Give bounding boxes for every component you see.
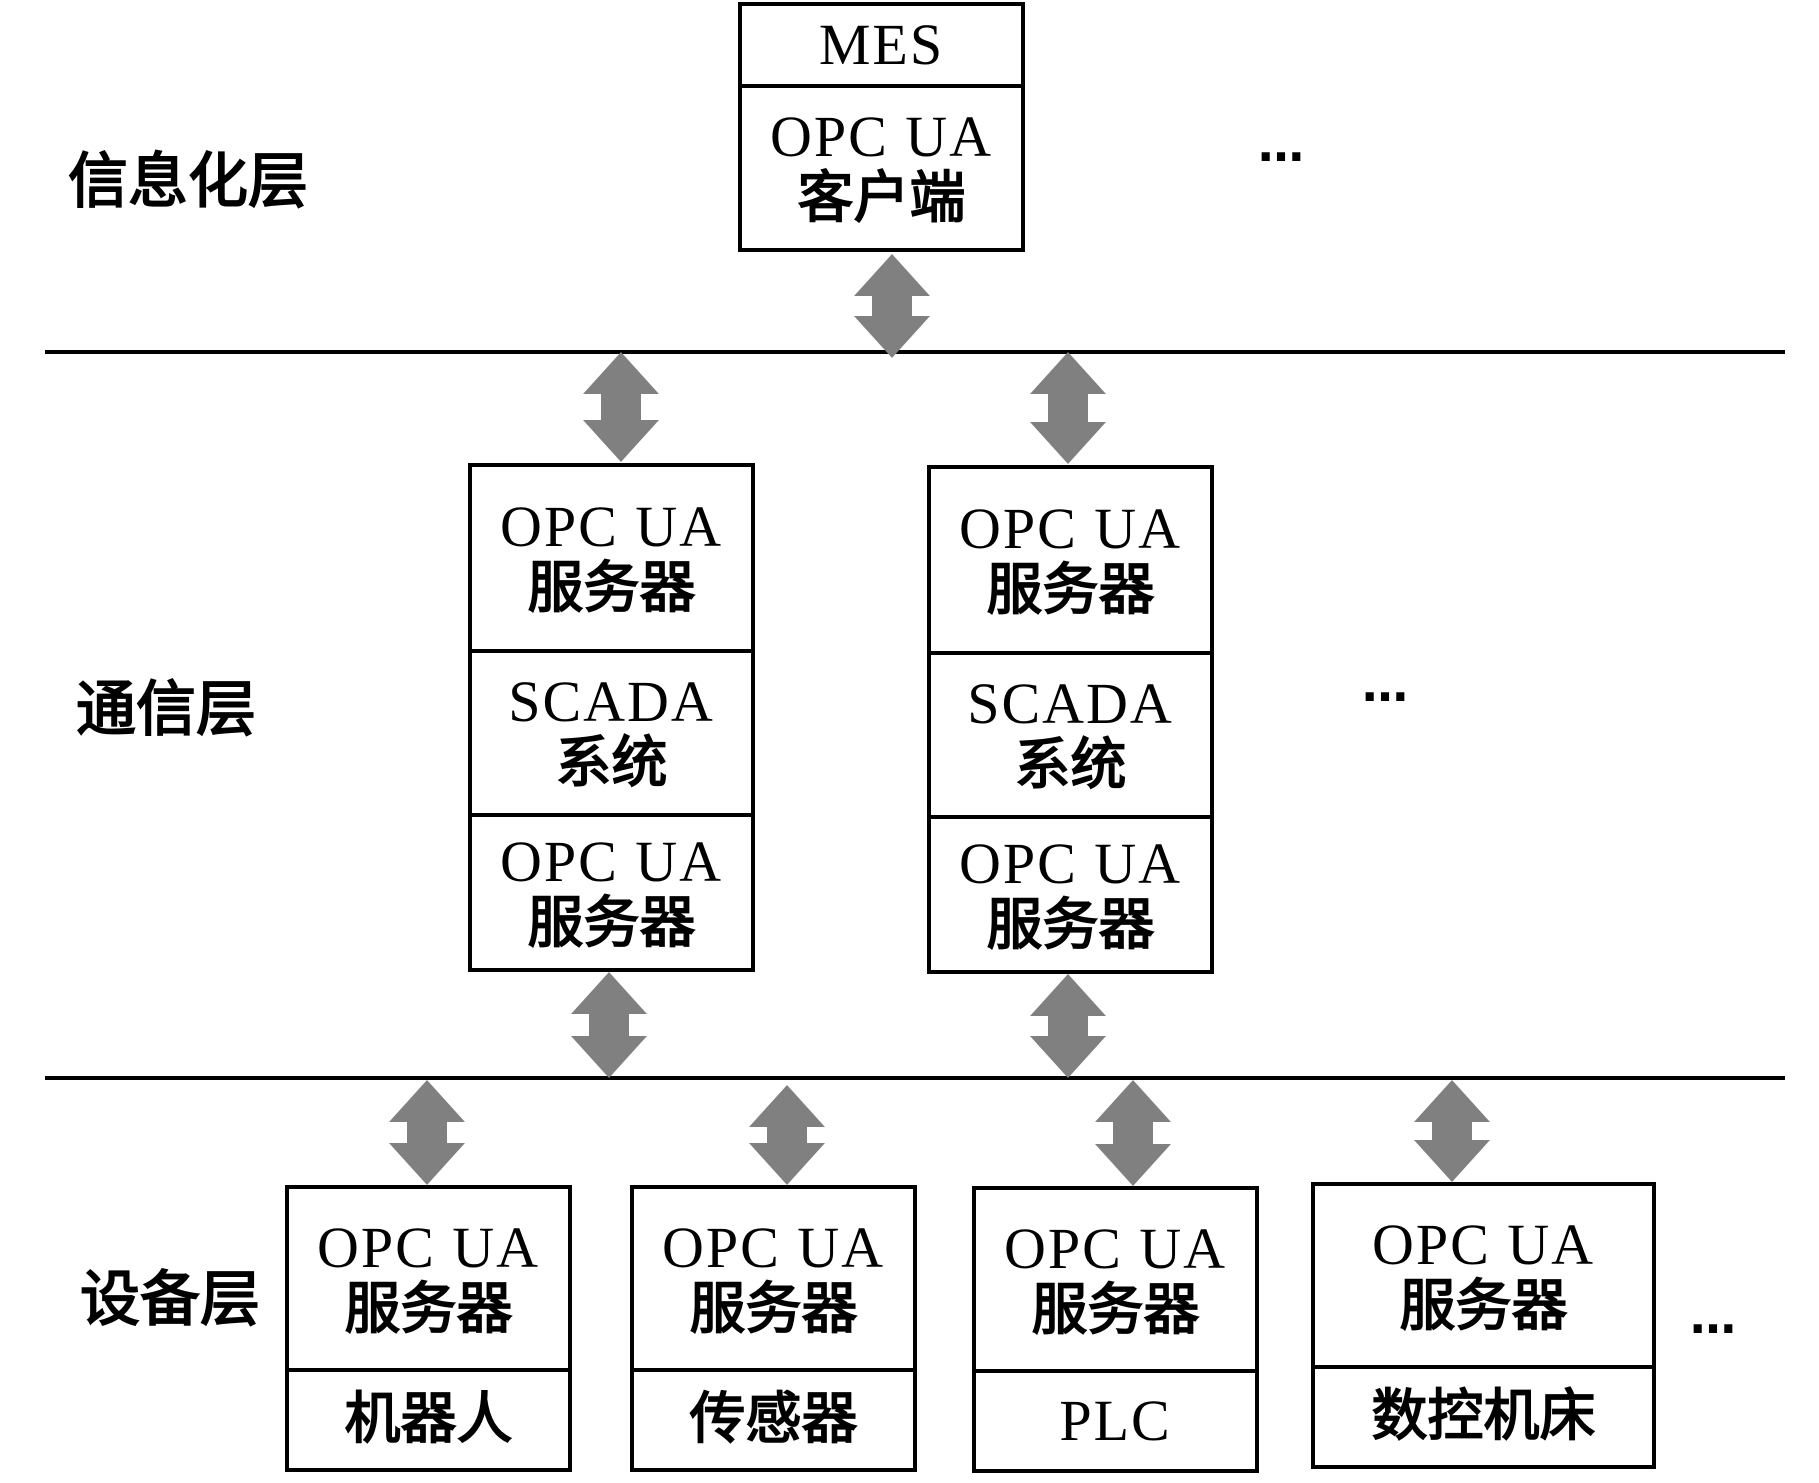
arrow-bus-to-scada-1	[583, 352, 659, 462]
ellipsis-comm-layer: …	[1362, 658, 1410, 712]
scada-1-lower-line1: OPC UA	[499, 828, 724, 894]
device-robot-server: OPC UA 服务器	[289, 1189, 568, 1368]
scada-stack-2: OPC UA 服务器 SCADA 系统 OPC UA 服务器	[927, 465, 1214, 974]
layer-divider-top	[45, 350, 1785, 354]
device-plc-box: OPC UA 服务器 PLC	[972, 1186, 1259, 1473]
device-sensor-line2: 服务器	[689, 1276, 858, 1342]
device-robot-line2: 服务器	[344, 1276, 513, 1342]
arrow-mes-to-bus	[854, 254, 930, 358]
mes-client-box: MES OPC UA 客户端	[738, 2, 1025, 252]
scada-2-system-line2: 系统	[1014, 733, 1127, 799]
scada-1-upper-line1: OPC UA	[499, 494, 724, 560]
device-cnc-name-cell: 数控机床	[1315, 1365, 1652, 1465]
opc-ua-client-cell: OPC UA 客户端	[742, 84, 1021, 248]
scada-2-system-line1: SCADA	[967, 671, 1174, 737]
scada-1-lower-server: OPC UA 服务器	[472, 813, 751, 968]
scada-2-lower-server: OPC UA 服务器	[931, 815, 1210, 970]
arrow-bus-to-sensor	[749, 1085, 825, 1185]
ellipsis-info-layer: …	[1258, 118, 1306, 172]
scada-1-system-line1: SCADA	[508, 669, 715, 735]
arrow-scada-2-to-bus	[1030, 974, 1106, 1078]
device-robot-name: 机器人	[344, 1386, 513, 1452]
device-plc-line1: OPC UA	[1003, 1215, 1228, 1281]
scada-2-upper-line2: 服务器	[986, 558, 1155, 624]
device-robot-name-cell: 机器人	[289, 1368, 568, 1468]
device-plc-line2: 服务器	[1031, 1277, 1200, 1343]
device-plc-server: OPC UA 服务器	[976, 1190, 1255, 1369]
arrow-bus-to-plc	[1095, 1080, 1171, 1186]
arrow-bus-to-cnc	[1414, 1080, 1490, 1182]
device-robot-box: OPC UA 服务器 机器人	[285, 1185, 572, 1472]
layer-label-info: 信息化层	[68, 147, 308, 217]
scada-1-upper-server: OPC UA 服务器	[472, 467, 751, 649]
scada-1-system-line2: 系统	[555, 731, 668, 797]
mes-title: MES	[818, 11, 945, 77]
device-sensor-box: OPC UA 服务器 传感器	[630, 1185, 917, 1472]
scada-stack-1: OPC UA 服务器 SCADA 系统 OPC UA 服务器	[468, 463, 755, 972]
device-plc-name: PLC	[1059, 1387, 1172, 1453]
scada-2-lower-line2: 服务器	[986, 892, 1155, 958]
device-plc-name-cell: PLC	[976, 1369, 1255, 1469]
scada-1-lower-line2: 服务器	[527, 890, 696, 956]
arrow-bus-to-robot	[389, 1080, 465, 1185]
opc-ua-client-line1: OPC UA	[769, 104, 994, 170]
device-sensor-line1: OPC UA	[661, 1214, 886, 1280]
device-cnc-box: OPC UA 服务器 数控机床	[1311, 1182, 1656, 1469]
ellipsis-device-layer: …	[1690, 1290, 1738, 1344]
device-cnc-line2: 服务器	[1399, 1273, 1568, 1339]
scada-2-upper-line1: OPC UA	[958, 496, 1183, 562]
device-cnc-line1: OPC UA	[1371, 1211, 1596, 1277]
scada-2-system: SCADA 系统	[931, 651, 1210, 815]
device-sensor-name-cell: 传感器	[634, 1368, 913, 1468]
mes-title-cell: MES	[742, 6, 1021, 84]
arrow-scada-1-to-bus	[571, 972, 647, 1078]
device-cnc-name: 数控机床	[1371, 1383, 1596, 1449]
device-robot-line1: OPC UA	[316, 1214, 541, 1280]
layer-label-device: 设备层	[80, 1265, 260, 1335]
arrow-bus-to-scada-2	[1030, 352, 1106, 464]
layer-divider-bottom	[45, 1076, 1785, 1080]
scada-2-lower-line1: OPC UA	[958, 830, 1183, 896]
layer-label-comm: 通信层	[76, 675, 256, 745]
scada-2-upper-server: OPC UA 服务器	[931, 469, 1210, 651]
device-cnc-server: OPC UA 服务器	[1315, 1186, 1652, 1365]
device-sensor-name: 传感器	[689, 1386, 858, 1452]
scada-1-upper-line2: 服务器	[527, 556, 696, 622]
scada-1-system: SCADA 系统	[472, 649, 751, 813]
opc-ua-client-line2: 客户端	[797, 166, 966, 232]
device-sensor-server: OPC UA 服务器	[634, 1189, 913, 1368]
